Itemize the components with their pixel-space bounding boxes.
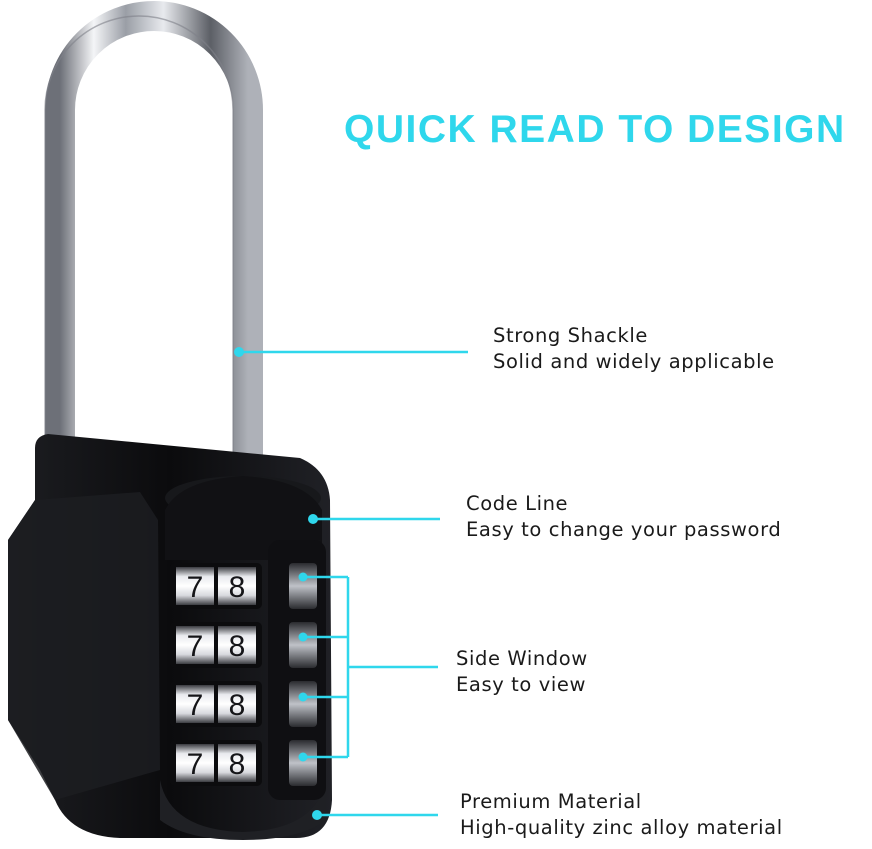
dial-digit: 8 — [229, 571, 246, 604]
headline: QUICK READ TO DESIGN — [344, 108, 846, 151]
dial-digit: 7 — [187, 630, 204, 663]
dial-digit: 8 — [229, 689, 246, 722]
dial-digit: 8 — [229, 748, 246, 781]
feature-subtitle: Solid and widely applicable — [493, 350, 775, 373]
feature-strong-shackle: Strong Shackle Solid and widely applicab… — [493, 323, 775, 375]
feature-title: Code Line — [466, 492, 569, 515]
shackle — [44, 1, 263, 470]
feature-premium-material: Premium Material High-quality zinc alloy… — [460, 789, 783, 841]
callout-dots — [234, 347, 322, 820]
feature-code-line: Code Line Easy to change your password — [466, 491, 781, 543]
dial-digit: 7 — [187, 748, 204, 781]
dial-digit: 7 — [187, 571, 204, 604]
dial-stack: 7 8 7 8 7 8 7 8 — [170, 563, 317, 786]
feature-subtitle: Easy to change your password — [466, 518, 782, 541]
feature-side-window: Side Window Easy to view — [456, 646, 588, 698]
dial-digit: 7 — [187, 689, 204, 722]
callout-side-window — [303, 575, 438, 759]
callouts — [239, 350, 468, 817]
feature-title: Strong Shackle — [493, 324, 648, 347]
feature-title: Premium Material — [460, 790, 642, 813]
feature-title: Side Window — [456, 647, 588, 670]
dial-digit: 8 — [229, 630, 246, 663]
feature-subtitle: High-quality zinc alloy material — [460, 816, 783, 839]
feature-subtitle: Easy to view — [456, 673, 587, 696]
